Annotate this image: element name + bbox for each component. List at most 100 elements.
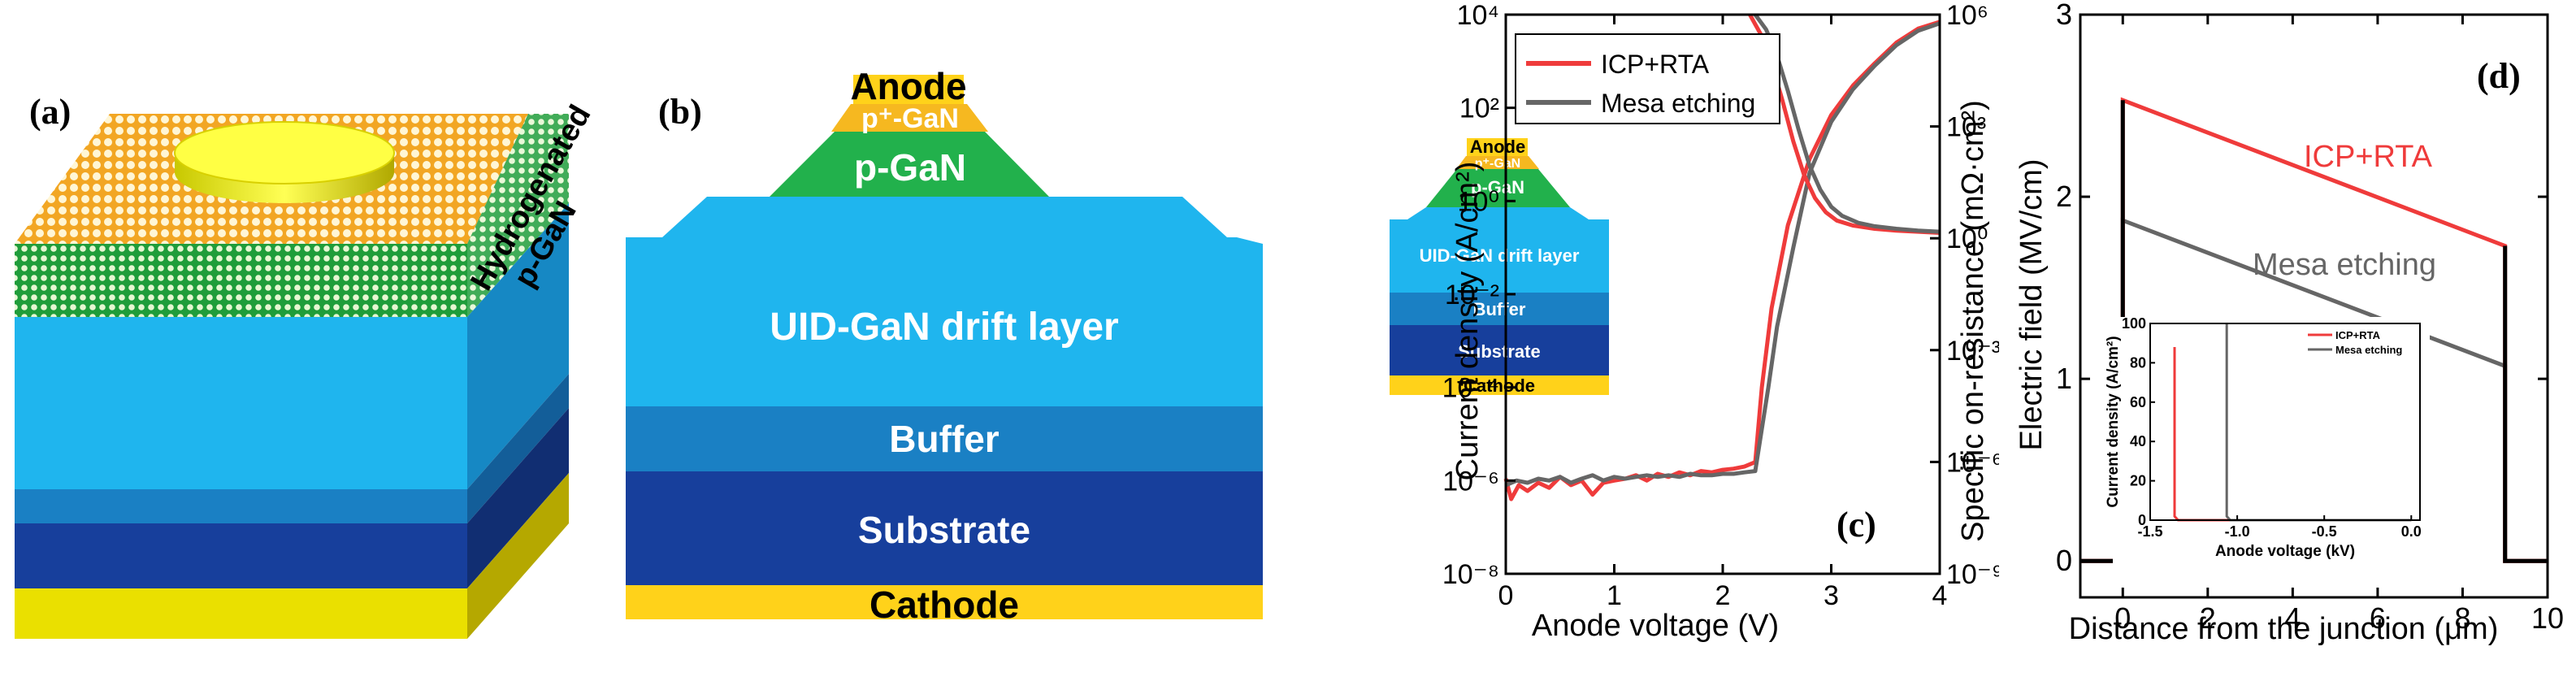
inset-layer-buffer [1390, 293, 1609, 325]
series-line-c-mesa-etching-left [1505, 21, 1941, 488]
label-substrate: Substrate [858, 509, 1030, 551]
inset-x-axis-label: Anode voltage (kV) [2215, 543, 2355, 560]
layer-anode [853, 75, 964, 107]
panel-b-label: (b) [658, 92, 702, 132]
y-tick-label-d: 3 [2056, 0, 2072, 31]
x-tick-label-d: 10 [2531, 601, 2564, 635]
panel-b: Anode p⁺-GaN p-GaN UID-GaN drift layer B… [626, 0, 1268, 673]
inset-y-tick-label: 100 [2122, 315, 2146, 332]
inset-layer-p-gan [1426, 169, 1570, 207]
y-axis-label-c: Current density (A/cm²) [1451, 162, 1485, 481]
anode-top [174, 121, 395, 184]
inset-layer-substrate [1390, 325, 1609, 375]
inset-legend-label: ICP+RTA [2335, 329, 2381, 341]
inset-device-structure: Anode p⁺-GaN p-GaN UID-GaN drift layer B… [1390, 137, 1609, 396]
annotation-mesa-etching: Mesa etching [2253, 248, 2436, 282]
inset-label-p-gan: p-GaN [1471, 177, 1524, 197]
side-layer-drift [467, 203, 569, 489]
inset-label-buffer: Buffer [1473, 299, 1526, 319]
inset-y-axis-label: Current density (A/cm²) [2105, 336, 2122, 507]
inset-x-tick-label: -1.0 [2225, 523, 2250, 540]
y-tick-label-d: 2 [2056, 180, 2072, 213]
legend-label-c: Mesa etching [1601, 89, 1755, 118]
x-tick-label-c: 2 [1715, 580, 1731, 611]
inset-x-tick-label: -0.5 [2312, 523, 2337, 540]
panel-c: Anode p⁺-GaN p-GaN UID-GaN drift layer B… [1268, 0, 2003, 673]
side-layer-pgan [467, 114, 569, 317]
panel-d-label: (d) [2477, 56, 2521, 96]
inset-layer-cathode [1390, 375, 1609, 395]
x-tick-label-c: 3 [1824, 580, 1839, 611]
y-tick-label-c: 10⁰ [1458, 186, 1499, 217]
y2-tick-label-c: 10⁰ [1946, 223, 1988, 254]
panel-a-label: (a) [29, 92, 71, 132]
y-tick-label-c: 10² [1459, 93, 1499, 124]
inset-legend-label: Mesa etching [2335, 344, 2402, 356]
inset-x-tick-label: -1.5 [2137, 523, 2162, 540]
inset-y-tick-label: 40 [2130, 433, 2146, 449]
layer-p-plus-gan [831, 104, 988, 132]
side-layer-cathode [467, 473, 569, 639]
front-layer-drift [15, 317, 467, 489]
inset-layer-anode [1467, 138, 1528, 156]
label-drift: UID-GaN drift layer [770, 306, 1118, 349]
x-axis-label-d: Distance from the junction (μm) [2069, 612, 2499, 646]
legend-label-c: ICP+RTA [1601, 50, 1710, 79]
y-tick-label-d: 1 [2056, 362, 2072, 395]
y2-axis-label-c: Specific on-resistance (mΩ·cm²) [1956, 100, 1990, 542]
layer-p-gan [770, 132, 1049, 197]
label-anode: Anode [850, 65, 966, 107]
y2-tick-label-c: 10³ [1946, 112, 1986, 143]
label-buffer: Buffer [889, 418, 1000, 460]
inset-label-p-plus-gan: p⁺-GaN [1475, 157, 1520, 171]
x-tick-label-d: 4 [2284, 601, 2301, 635]
x-axis-label-c: Anode voltage (V) [1532, 609, 1779, 643]
inset-layer-drift [1390, 207, 1609, 293]
front-layer-substrate [15, 523, 467, 588]
inset-x-tick-label: 0.0 [2401, 523, 2422, 540]
inset-y-tick-label: 0 [2138, 512, 2146, 528]
side-layer-buffer [467, 374, 569, 523]
x-tick-label-c: 1 [1607, 580, 1622, 611]
panel-c-label: (c) [1837, 505, 1876, 545]
inset-background-d [2113, 317, 2430, 569]
inset-label-drift: UID-GaN drift layer [1420, 245, 1580, 266]
inset-label-cathode: Cathode [1464, 375, 1535, 396]
plot-frame-d [2079, 13, 2549, 599]
label-p-plus-gan: p⁺-GaN [861, 103, 959, 134]
annotation-icp-rta: ICP+RTA [2304, 140, 2433, 174]
layer-buffer [626, 406, 1263, 471]
side-layer-substrate [467, 408, 569, 588]
inset-frame-d [2149, 323, 2421, 521]
panel-c-chart: Anode p⁺-GaN p-GaN UID-GaN drift layer B… [1390, 0, 2003, 643]
front-layer-buffer [15, 489, 467, 523]
inset-y-tick-label: 80 [2130, 354, 2146, 371]
series-line-c-icp-rta-left [1503, 20, 1941, 501]
layer-drift [626, 197, 1263, 406]
y2-tick-label-c: 10⁻⁶ [1946, 447, 1999, 478]
y-tick-label-c: 10⁴ [1457, 0, 1499, 31]
legend-box-c [1515, 33, 1780, 124]
inset-y-tick-label: 20 [2130, 473, 2146, 489]
y2-tick-label-c: 10⁻⁹ [1946, 559, 1999, 590]
layer-cathode [626, 585, 1263, 619]
inset-layer-p-plus-gan [1456, 156, 1539, 169]
y-axis-label-d: Electric field (MV/cm) [2014, 159, 2049, 451]
x-tick-label-d: 2 [2200, 601, 2216, 635]
panel-a-device-3d: Hydrogenated p-GaN (a) [15, 92, 598, 639]
y-tick-label-c: 10⁻² [1445, 280, 1499, 310]
legend-c: ICP+RTA Mesa etching [1515, 33, 1780, 124]
x-tick-label-d: 6 [2370, 601, 2386, 635]
y2-tick-label-c: 10⁶ [1946, 0, 1988, 31]
edge-step-d [2503, 245, 2548, 563]
inset-y-tick-label: 60 [2130, 394, 2146, 410]
layer-substrate [626, 471, 1263, 585]
y-tick-label-c: 10⁻⁸ [1442, 559, 1499, 590]
y-tick-label-c: 10⁻⁴ [1442, 373, 1499, 404]
x-tick-label-d: 8 [2454, 601, 2470, 635]
x-tick-label-c: 4 [1932, 580, 1948, 611]
front-layer-cathode [15, 588, 467, 639]
front-layer-pgan [15, 244, 467, 317]
